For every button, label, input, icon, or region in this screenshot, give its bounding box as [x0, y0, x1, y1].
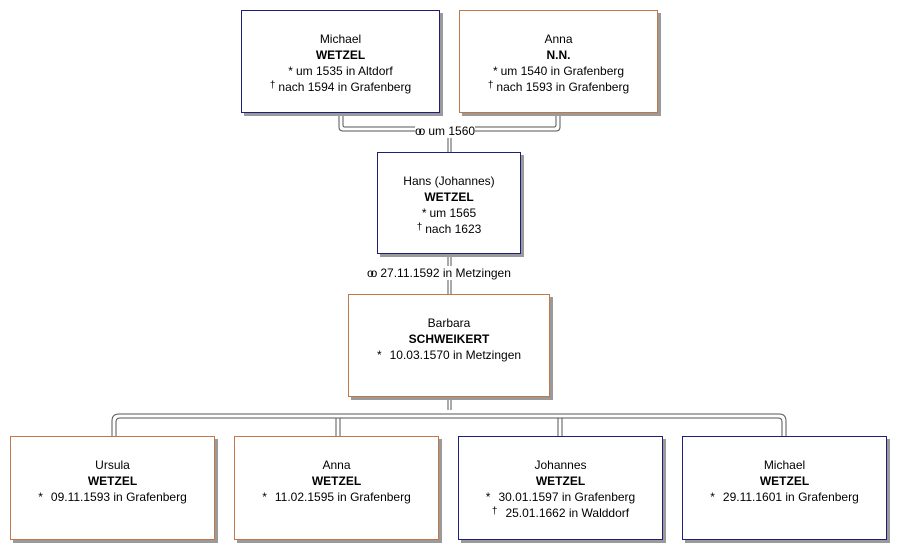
birth-info: 11.02.1595 in Grafenberg [274, 490, 411, 504]
death-line: † 25.01.1662 in Walddorf [459, 505, 662, 523]
birth-symbol: * [38, 490, 43, 504]
death-line: †nach 1594 in Grafenberg [242, 79, 439, 97]
person-card-hans-wetzel[interactable]: Hans (Johannes) WETZEL *um 1565 †nach 16… [377, 152, 521, 254]
surname: WETZEL [424, 190, 474, 204]
person-card-anna-wetzel[interactable]: Anna WETZEL * 11.02.1595 in Grafenberg [234, 436, 439, 540]
birth-line: * 30.01.1597 in Grafenberg [459, 489, 662, 505]
surname: WETZEL [315, 48, 366, 62]
given-name: Ursula [95, 458, 130, 472]
surname: SCHWEIKERT [408, 332, 490, 346]
death-line: †nach 1623 [378, 221, 520, 239]
surname: WETZEL [535, 474, 586, 488]
birth-line: * 11.02.1595 in Grafenberg [235, 489, 438, 505]
death-symbol: † [491, 506, 498, 517]
marriage-date: um 1560 [428, 124, 476, 138]
birth-symbol: * [710, 490, 715, 504]
birth-line: * 29.11.1601 in Grafenberg [683, 489, 886, 505]
given-name: Hans (Johannes) [403, 174, 495, 188]
birth-line: * 09.11.1593 in Grafenberg [11, 489, 214, 505]
birth-symbol: * [485, 490, 491, 504]
person-card-johannes-wetzel[interactable]: Johannes WETZEL * 30.01.1597 in Grafenber… [458, 436, 663, 540]
birth-info: 30.01.1597 in Grafenberg [498, 490, 636, 504]
person-card-barbara-schweikert[interactable]: Barbara SCHWEIKERT * 10.03.1570 in Metzin… [348, 294, 550, 397]
marriage-date: 27.11.1592 in Metzingen [380, 266, 511, 280]
birth-info: um 1565 [429, 206, 477, 220]
birth-info: 10.03.1570 in Metzingen [389, 348, 522, 362]
surname: WETZEL [87, 474, 138, 488]
death-line: †nach 1593 in Grafenberg [460, 79, 657, 97]
birth-line: *um 1540 in Grafenberg [460, 63, 657, 79]
death-info: nach 1594 in Grafenberg [278, 80, 412, 94]
birth-symbol: * [262, 490, 267, 504]
given-name: Barbara [427, 316, 471, 330]
death-symbol: † [416, 222, 423, 233]
given-name: Anna [544, 32, 573, 46]
birth-info: um 1540 in Grafenberg [500, 64, 625, 78]
given-name: Johannes [534, 458, 587, 472]
marriage-symbol: oo [367, 266, 378, 280]
death-info: 25.01.1662 in Walddorf [505, 506, 630, 520]
person-card-anna-nn[interactable]: Anna N.N. *um 1540 in Grafenberg †nach 1… [459, 10, 658, 113]
birth-symbol: * [492, 64, 498, 78]
given-name: Michael [763, 458, 806, 472]
surname: WETZEL [311, 474, 362, 488]
surname: N.N. [546, 48, 571, 62]
given-name: Anna [322, 458, 351, 472]
birth-line: *um 1535 in Altdorf [242, 63, 439, 79]
marriage-symbol: oo [415, 124, 426, 138]
birth-line: *um 1565 [378, 205, 520, 221]
surname: WETZEL [759, 474, 810, 488]
given-name: Michael [319, 32, 362, 46]
death-symbol: † [269, 80, 276, 91]
birth-info: 29.11.1601 in Grafenberg [722, 490, 859, 504]
birth-info: um 1535 in Altdorf [295, 64, 393, 78]
birth-symbol: * [288, 64, 293, 78]
death-symbol: † [487, 80, 494, 91]
birth-line: * 10.03.1570 in Metzingen [349, 347, 549, 363]
death-info: nach 1623 [425, 222, 482, 236]
person-card-michael-wetzel-jr[interactable]: Michael WETZEL * 29.11.1601 in Grafenberg [682, 436, 887, 540]
birth-symbol: * [376, 348, 382, 362]
birth-info: 09.11.1593 in Grafenberg [50, 490, 187, 504]
person-card-ursula-wetzel[interactable]: Ursula WETZEL * 09.11.1593 in Grafenberg [10, 436, 215, 540]
person-card-michael-wetzel-sr[interactable]: Michael WETZEL *um 1535 in Altdorf †nach… [241, 10, 440, 113]
birth-symbol: * [421, 206, 427, 220]
death-info: nach 1593 in Grafenberg [496, 80, 630, 94]
